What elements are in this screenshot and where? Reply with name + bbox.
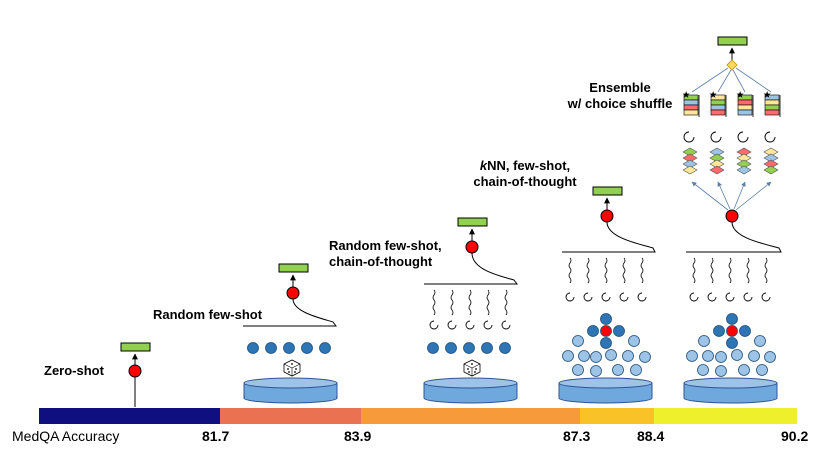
label-line-2: chain-of-thought bbox=[473, 174, 577, 189]
answer-node bbox=[465, 240, 479, 254]
svg-text:★: ★ bbox=[737, 91, 743, 99]
accuracy-tick: 90.2 bbox=[781, 428, 809, 444]
accuracy-segment bbox=[361, 408, 580, 424]
label-line-1: Random few-shot, bbox=[329, 238, 442, 253]
dice-icon bbox=[283, 359, 301, 377]
accuracy-tick: 83.9 bbox=[344, 428, 372, 444]
label-line-2: w/ choice shuffle bbox=[567, 96, 673, 111]
label-italic-k: k bbox=[479, 158, 488, 173]
model-output-box bbox=[457, 217, 488, 227]
reasoning-traces bbox=[432, 289, 508, 316]
shuffled-choice-diamonds bbox=[682, 147, 779, 175]
stage-label-zero-shot: Zero-shot bbox=[44, 363, 104, 378]
stage-zero-shot bbox=[120, 342, 151, 407]
svg-text:★: ★ bbox=[764, 91, 770, 99]
stage-label-random-few-shot: Random few-shot bbox=[153, 307, 263, 322]
accuracy-axis-title: MedQA Accuracy bbox=[12, 428, 120, 444]
accuracy-tick: 81.7 bbox=[202, 428, 230, 444]
accuracy-segment bbox=[580, 408, 654, 424]
vote-diamond bbox=[726, 59, 738, 71]
accuracy-segment bbox=[654, 408, 797, 424]
reasoning-traces bbox=[568, 257, 644, 284]
nearest-neighbor-cluster bbox=[562, 313, 651, 377]
answer-node bbox=[128, 364, 142, 378]
accuracy-tick: 88.4 bbox=[637, 428, 665, 444]
stage-label-ensemble: Ensemble w/ choice shuffle bbox=[553, 80, 687, 112]
answer-node bbox=[286, 286, 300, 300]
svg-text:★: ★ bbox=[710, 91, 716, 99]
model-output-box bbox=[120, 342, 151, 352]
stage-random-few-shot bbox=[243, 263, 338, 404]
label-line-1: Ensemble bbox=[589, 80, 651, 95]
accuracy-segment bbox=[220, 408, 361, 424]
model-output-box bbox=[592, 186, 623, 196]
reasoning-traces bbox=[692, 257, 768, 284]
label-line-1-rest: NN, few-shot, bbox=[487, 158, 571, 173]
answer-node bbox=[600, 209, 614, 223]
stage-knn-few-shot-cot bbox=[558, 186, 656, 404]
few-shot-examples bbox=[247, 342, 331, 354]
stage-label-random-few-shot-cot: Random few-shot, chain-of-thought bbox=[329, 238, 442, 270]
stage-ensemble-choice-shuffle: ★ ★ ★ ★ bbox=[682, 36, 782, 404]
database-icon bbox=[558, 377, 653, 404]
self-generated-cycle-icons bbox=[565, 292, 647, 302]
final-output-box bbox=[717, 36, 748, 46]
shuffled-choice-stacks: ★ ★ ★ ★ bbox=[683, 91, 781, 117]
accuracy-tick: 87.3 bbox=[563, 428, 591, 444]
label-line-1: kNN, few-shot, bbox=[464, 158, 586, 174]
database-icon bbox=[243, 377, 338, 404]
stage-random-few-shot-cot bbox=[423, 217, 518, 404]
few-shot-examples bbox=[427, 342, 511, 354]
self-generated-cycle-icons bbox=[683, 131, 776, 143]
self-generated-cycle-icons bbox=[429, 320, 511, 330]
answer-node bbox=[725, 209, 739, 223]
stage-label-knn-few-shot-cot: kNN, few-shot, chain-of-thought bbox=[464, 158, 586, 190]
database-icon bbox=[423, 377, 518, 404]
model-output-box bbox=[278, 263, 309, 273]
accuracy-segment bbox=[39, 408, 220, 424]
self-generated-cycle-icons bbox=[689, 292, 771, 302]
dice-icon bbox=[463, 359, 481, 377]
label-line-2: chain-of-thought bbox=[329, 254, 433, 269]
nearest-neighbor-cluster bbox=[686, 313, 776, 377]
database-icon bbox=[683, 377, 778, 404]
svg-text:★: ★ bbox=[683, 91, 689, 99]
